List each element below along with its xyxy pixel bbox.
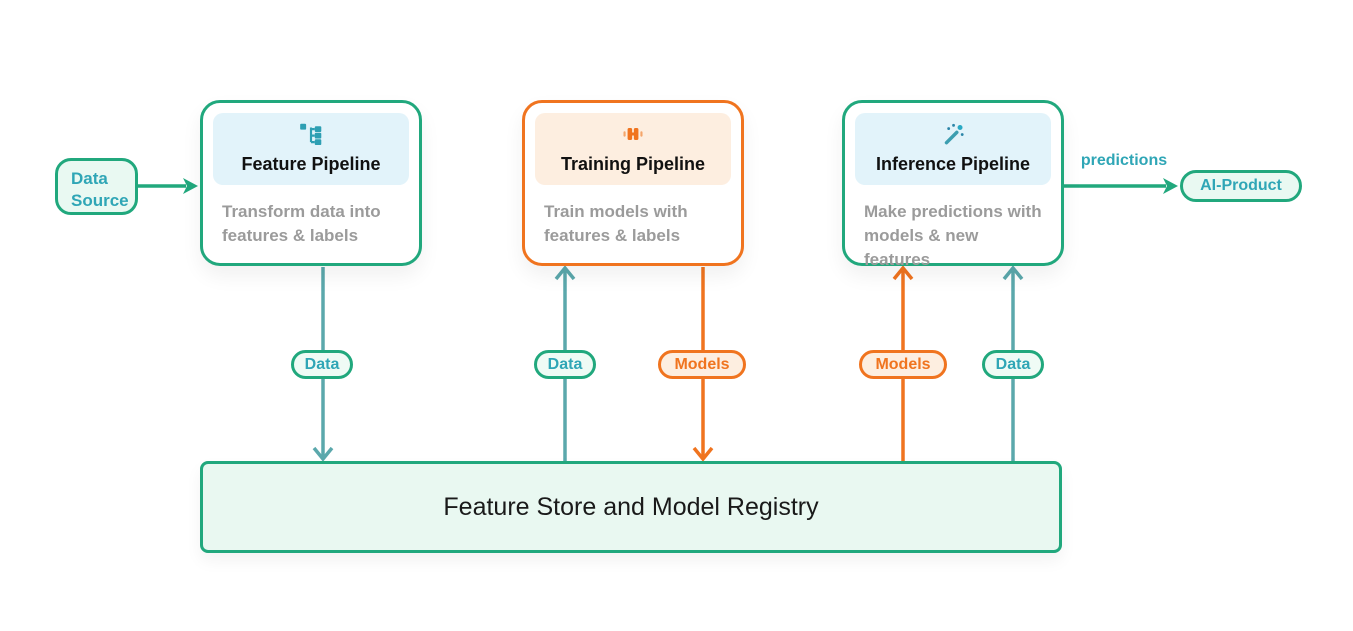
inference-models-edge-label: Models xyxy=(859,350,947,379)
ai-product-label: AI-Product xyxy=(1200,177,1282,194)
inference-pipeline-description: Make predictions with models & new featu… xyxy=(864,202,1042,269)
training-pipeline-header: Training Pipeline xyxy=(535,113,731,185)
feature-store-label: Feature Store and Model Registry xyxy=(443,493,819,521)
data-source-node: Data Source xyxy=(55,158,138,215)
tree-structure-icon xyxy=(300,123,322,146)
training-pipeline-description: Train models with features & labels xyxy=(544,202,688,245)
ai-product-node: AI-Product xyxy=(1180,170,1302,202)
training-models-edge-label: Models xyxy=(658,350,746,379)
training-pipeline-title: Training Pipeline xyxy=(560,154,706,174)
training-pipeline-node: Training Pipeline Train models with feat… xyxy=(522,100,744,266)
magic-wand-icon xyxy=(944,123,964,145)
inference-pipeline-node: Inference Pipeline Make predictions with… xyxy=(842,100,1064,269)
feature-store-node: Feature Store and Model Registry xyxy=(200,461,1062,553)
edge-inference-to-product xyxy=(1062,178,1178,194)
feature-pipeline-header: Feature Pipeline xyxy=(213,113,409,185)
inference-pipeline-header: Inference Pipeline xyxy=(855,113,1051,185)
inference-data-edge-label: Data xyxy=(982,350,1044,379)
predictions-edge-label: predictions xyxy=(1080,152,1168,169)
training-data-edge-label: Data xyxy=(534,350,596,379)
feature-pipeline-description: Transform data into features & labels xyxy=(222,202,381,245)
feature-pipeline-title: Feature Pipeline xyxy=(241,154,381,174)
dumbbell-icon xyxy=(623,128,643,140)
feature-data-edge-label: Data xyxy=(291,350,353,379)
edge-source-to-feature xyxy=(137,178,198,194)
feature-pipeline-node: Feature Pipeline Transform data into fea… xyxy=(200,100,422,266)
data-source-label: Data Source xyxy=(71,169,129,210)
inference-pipeline-title: Inference Pipeline xyxy=(875,154,1031,174)
